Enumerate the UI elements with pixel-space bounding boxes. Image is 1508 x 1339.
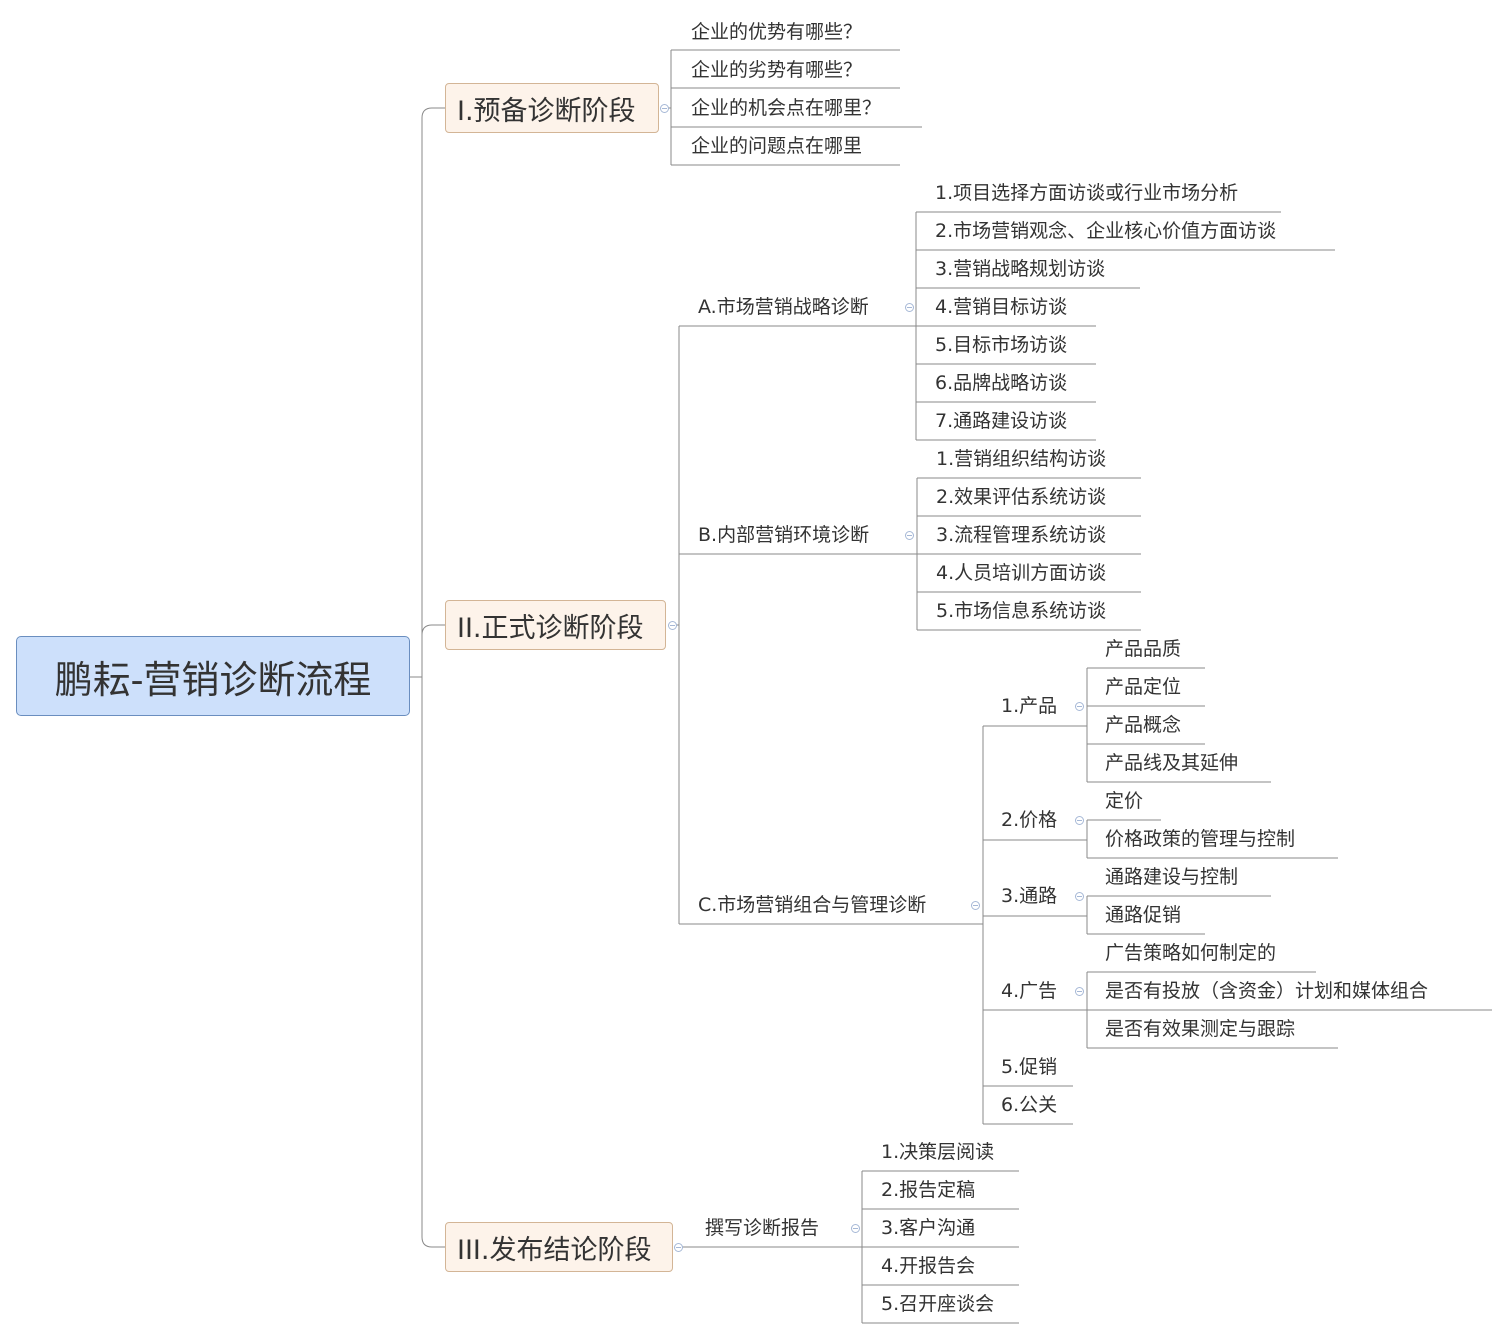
stage-1-item[interactable]: 企业的机会点在哪里？ bbox=[691, 97, 882, 119]
subgroup-public-relations[interactable]: 6.公关 bbox=[1001, 1094, 1058, 1116]
channel-item[interactable]: 通路促销 bbox=[1105, 904, 1182, 926]
group-b-item[interactable]: 1.营销组织结构访谈 bbox=[936, 448, 1107, 470]
collapse-icon[interactable] bbox=[1075, 702, 1084, 711]
collapse-icon[interactable] bbox=[674, 1243, 683, 1252]
group-c-topic[interactable]: C.市场营销组合与管理诊断 bbox=[698, 894, 927, 916]
report-item[interactable]: 3.客户沟通 bbox=[881, 1217, 976, 1239]
group-a-item[interactable]: 7.通路建设访谈 bbox=[935, 410, 1068, 432]
collapse-icon[interactable] bbox=[660, 104, 669, 113]
advertising-item[interactable]: 是否有效果测定与跟踪 bbox=[1105, 1018, 1296, 1040]
channel-item[interactable]: 通路建设与控制 bbox=[1105, 866, 1239, 888]
group-b-item[interactable]: 2.效果评估系统访谈 bbox=[936, 486, 1107, 508]
group-a-item[interactable]: 4.营销目标访谈 bbox=[935, 296, 1068, 318]
price-item[interactable]: 价格政策的管理与控制 bbox=[1105, 828, 1296, 850]
root-topic[interactable]: 鹏耘-营销诊断流程 bbox=[16, 636, 410, 716]
group-a-item[interactable]: 6.品牌战略访谈 bbox=[935, 372, 1068, 394]
collapse-icon[interactable] bbox=[905, 303, 914, 312]
group-b-item[interactable]: 5.市场信息系统访谈 bbox=[936, 600, 1107, 622]
group-a-item[interactable]: 5.目标市场访谈 bbox=[935, 334, 1068, 356]
subgroup-price[interactable]: 2.价格 bbox=[1001, 809, 1058, 831]
price-item[interactable]: 定价 bbox=[1105, 790, 1144, 812]
stage-2-topic[interactable]: II.正式诊断阶段 bbox=[445, 600, 666, 650]
stage-1-topic[interactable]: I.预备诊断阶段 bbox=[445, 83, 659, 133]
group-a-item[interactable]: 2.市场营销观念、企业核心价值方面访谈 bbox=[935, 220, 1277, 242]
collapse-icon[interactable] bbox=[905, 531, 914, 540]
report-item[interactable]: 2.报告定稿 bbox=[881, 1179, 976, 1201]
advertising-item[interactable]: 广告策略如何制定的 bbox=[1105, 942, 1277, 964]
subgroup-advertising[interactable]: 4.广告 bbox=[1001, 980, 1058, 1002]
collapse-icon[interactable] bbox=[1075, 892, 1084, 901]
collapse-icon[interactable] bbox=[1075, 987, 1084, 996]
group-b-item[interactable]: 3.流程管理系统访谈 bbox=[936, 524, 1107, 546]
product-item[interactable]: 产品品质 bbox=[1105, 638, 1182, 660]
report-item[interactable]: 5.召开座谈会 bbox=[881, 1293, 995, 1315]
report-item[interactable]: 1.决策层阅读 bbox=[881, 1141, 995, 1163]
group-b-topic[interactable]: B.内部营销环境诊断 bbox=[698, 524, 870, 546]
group-a-item[interactable]: 3.营销战略规划访谈 bbox=[935, 258, 1106, 280]
product-item[interactable]: 产品线及其延伸 bbox=[1105, 752, 1239, 774]
advertising-item[interactable]: 是否有投放（含资金）计划和媒体组合 bbox=[1105, 980, 1429, 1002]
stage-1-item[interactable]: 企业的问题点在哪里 bbox=[691, 135, 863, 157]
group-a-item[interactable]: 1.项目选择方面访谈或行业市场分析 bbox=[935, 182, 1239, 204]
subgroup-promotion[interactable]: 5.促销 bbox=[1001, 1056, 1058, 1078]
group-b-item[interactable]: 4.人员培训方面访谈 bbox=[936, 562, 1107, 584]
subgroup-product[interactable]: 1.产品 bbox=[1001, 695, 1058, 717]
collapse-icon[interactable] bbox=[851, 1224, 860, 1233]
product-item[interactable]: 产品定位 bbox=[1105, 676, 1182, 698]
connector-line bbox=[421, 677, 445, 1248]
collapse-icon[interactable] bbox=[971, 901, 980, 910]
stage-1-item[interactable]: 企业的劣势有哪些？ bbox=[691, 59, 863, 81]
product-item[interactable]: 产品概念 bbox=[1105, 714, 1182, 736]
report-item[interactable]: 4.开报告会 bbox=[881, 1255, 976, 1277]
stage-1-item[interactable]: 企业的优势有哪些？ bbox=[691, 21, 863, 43]
subgroup-channel[interactable]: 3.通路 bbox=[1001, 885, 1058, 907]
group-a-topic[interactable]: A.市场营销战略诊断 bbox=[698, 296, 869, 318]
collapse-icon[interactable] bbox=[668, 621, 677, 630]
connector-line bbox=[421, 624, 445, 677]
connector-line bbox=[421, 107, 445, 677]
report-topic[interactable]: 撰写诊断报告 bbox=[705, 1217, 820, 1239]
stage-3-topic[interactable]: III.发布结论阶段 bbox=[445, 1222, 673, 1272]
collapse-icon[interactable] bbox=[1075, 816, 1084, 825]
